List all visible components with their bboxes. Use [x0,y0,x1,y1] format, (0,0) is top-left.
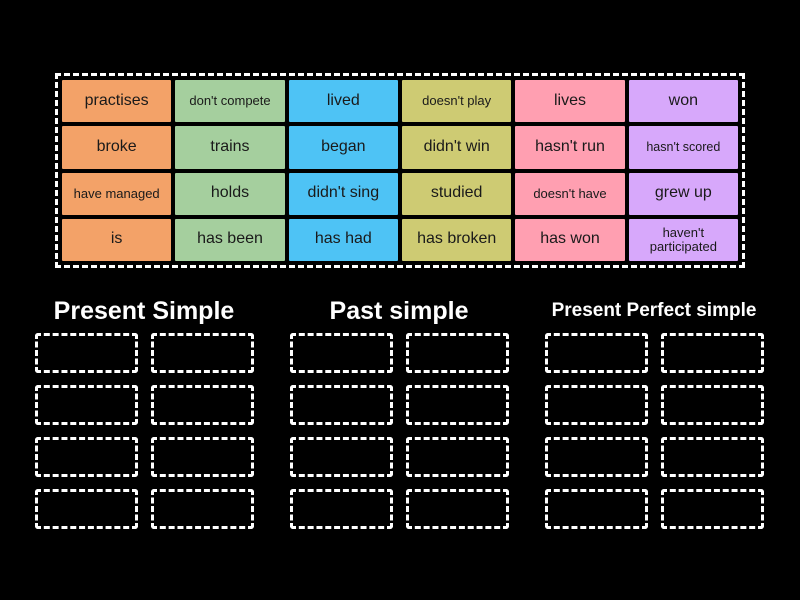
dropzone[interactable] [150,385,254,425]
dropzone[interactable] [405,437,509,477]
dropzone[interactable] [34,437,138,477]
word-tile[interactable]: don't compete [175,80,285,123]
word-tile[interactable]: hasn't scored [628,126,738,169]
dropzone[interactable] [405,489,509,529]
category-title-present-perfect-simple: Present Perfect simple [551,300,757,321]
dropzone[interactable] [660,333,764,373]
dropzone[interactable] [289,437,393,477]
dropzone-grid-1 [283,333,515,529]
dropzone[interactable] [544,437,648,477]
word-tile[interactable]: didn't sing [288,172,398,215]
word-tile[interactable]: won [628,80,738,123]
word-tile[interactable]: didn't win [402,126,512,169]
word-tile[interactable]: studied [402,172,512,215]
dropzone[interactable] [34,333,138,373]
word-tile[interactable]: doesn't have [515,172,625,215]
word-tile[interactable]: broke [62,126,172,169]
dropzone[interactable] [660,437,764,477]
word-tile[interactable]: lived [288,80,398,123]
dropzone[interactable] [544,489,648,529]
word-tile[interactable]: haven't participated [628,218,738,261]
dropzone[interactable] [34,489,138,529]
word-tile[interactable]: grew up [628,172,738,215]
category-title-past-simple: Past simple [329,297,469,325]
category-column-0: Present Simple [28,292,260,529]
word-tile[interactable]: has broken [402,218,512,261]
dropzone[interactable] [150,489,254,529]
word-tile[interactable]: practises [62,80,172,123]
dropzone[interactable] [544,385,648,425]
word-tile[interactable]: has been [175,218,285,261]
dropzone[interactable] [150,333,254,373]
dropzone[interactable] [289,333,393,373]
word-tile[interactable]: is [62,218,172,261]
word-tile[interactable]: doesn't play [402,80,512,123]
word-tile[interactable]: has had [288,218,398,261]
dropzone[interactable] [405,385,509,425]
word-tile[interactable]: has won [515,218,625,261]
word-tile[interactable]: hasn't run [515,126,625,169]
word-tile[interactable]: trains [175,126,285,169]
dropzone-grid-2 [538,333,770,529]
dropzone[interactable] [544,333,648,373]
category-column-1: Past simple [283,292,515,529]
word-tile[interactable]: have managed [62,172,172,215]
dropzone[interactable] [660,489,764,529]
dropzone[interactable] [405,333,509,373]
word-tile[interactable]: holds [175,172,285,215]
category-column-2: Present Perfect simple [538,292,770,529]
dropzone[interactable] [660,385,764,425]
word-tile[interactable]: began [288,126,398,169]
dropzone[interactable] [289,385,393,425]
dropzone[interactable] [289,489,393,529]
dropzone[interactable] [150,437,254,477]
category-title-present-simple: Present Simple [53,297,235,325]
dropzone[interactable] [34,385,138,425]
dropzone-grid-0 [28,333,260,529]
word-tile[interactable]: lives [515,80,625,123]
